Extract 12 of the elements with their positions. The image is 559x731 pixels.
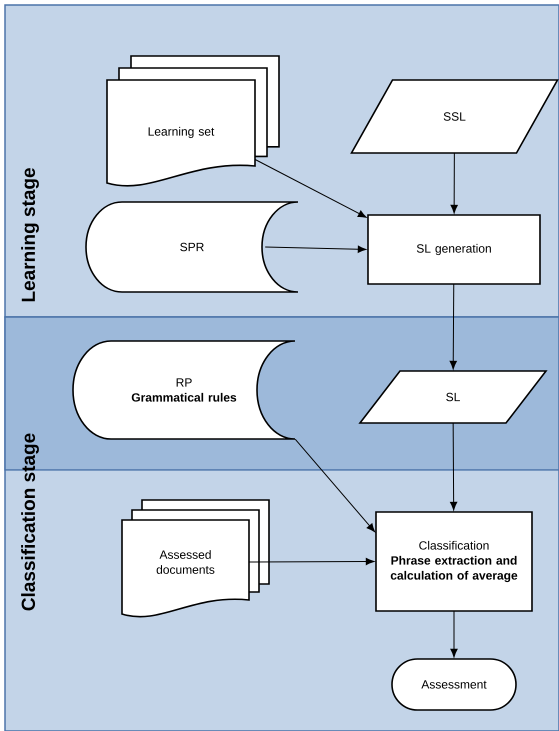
arrow <box>450 284 457 370</box>
document-stack: Learning set <box>106 55 280 187</box>
arrow <box>450 422 458 510</box>
arrow <box>294 438 376 532</box>
arrow <box>264 246 366 253</box>
arrow <box>248 558 374 566</box>
process-box: Classification Phrase extraction and calculation of average <box>375 511 533 612</box>
process-box: SL generation <box>367 214 541 285</box>
arrow <box>450 152 458 214</box>
arrow <box>450 610 458 658</box>
arrow <box>254 159 367 218</box>
document-stack: Assessed documents <box>121 499 270 618</box>
